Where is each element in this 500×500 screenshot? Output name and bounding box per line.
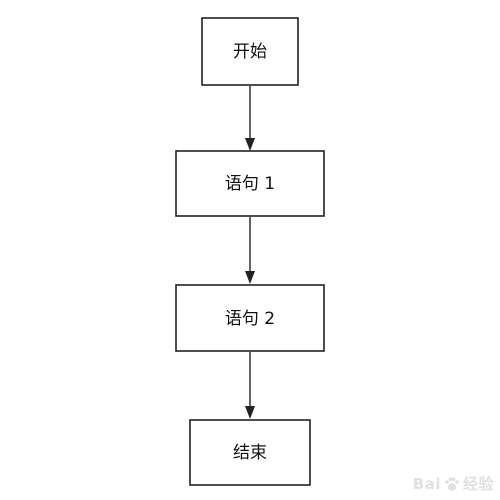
edge-stmt1-to-stmt2 <box>245 217 255 284</box>
watermark-brand: Bai <box>412 474 441 493</box>
node-stmt1: 语句 1 <box>175 150 325 217</box>
arrow-head-icon <box>245 406 255 419</box>
edge-start-to-stmt1 <box>245 86 255 151</box>
node-start-label: 开始 <box>233 42 267 62</box>
node-start: 开始 <box>201 17 299 86</box>
watermark-suffix: 经验 <box>462 475 494 493</box>
node-stmt2-label: 语句 2 <box>225 309 275 329</box>
node-end-label: 结束 <box>233 443 267 463</box>
node-end: 结束 <box>189 419 311 486</box>
node-stmt2: 语句 2 <box>175 284 325 352</box>
arrow-head-icon <box>245 271 255 284</box>
edge-stmt2-to-end <box>245 352 255 419</box>
paw-icon <box>445 476 459 491</box>
node-stmt1-box <box>175 150 325 217</box>
arrow-head-icon <box>245 138 255 151</box>
node-stmt1-label: 语句 1 <box>225 174 275 194</box>
node-end-box <box>189 419 311 486</box>
node-start-box <box>201 17 299 86</box>
node-stmt2-box <box>175 284 325 352</box>
watermark: Bai 经验 <box>413 473 494 494</box>
